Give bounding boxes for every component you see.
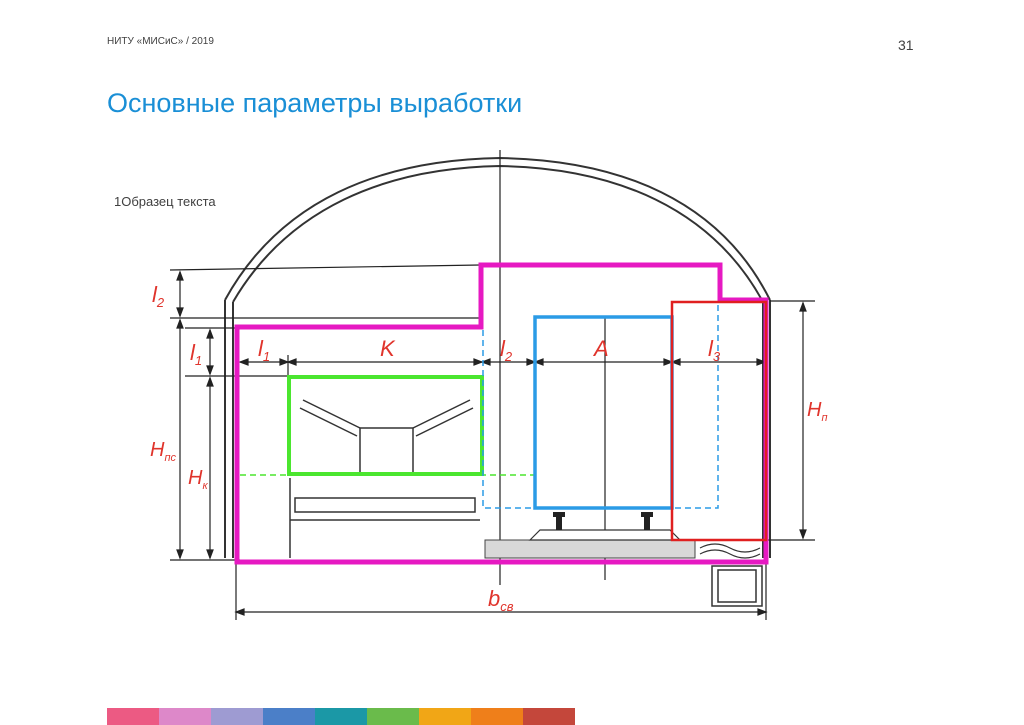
footer-color-segment bbox=[471, 708, 523, 725]
slide-title: Основные параметры выработки bbox=[107, 88, 523, 118]
label-l2-mid: l2 bbox=[500, 336, 513, 364]
green-box-conveyor bbox=[287, 375, 484, 476]
drainage-channel bbox=[699, 543, 763, 607]
clearance-outline-magenta bbox=[234, 262, 769, 565]
footer-color-bar bbox=[107, 708, 575, 725]
red-outline-right bbox=[670, 300, 768, 542]
footer-color-segment bbox=[315, 708, 367, 725]
blue-dashed-outline bbox=[482, 305, 719, 509]
label-a: A bbox=[592, 336, 609, 361]
track-ballast bbox=[484, 512, 696, 559]
tunnel-arch bbox=[224, 156, 771, 558]
label-b-sv: bсв bbox=[488, 586, 514, 614]
dimension-lines bbox=[176, 270, 807, 616]
label-h-k: Hк bbox=[188, 467, 208, 492]
label-k: K bbox=[380, 336, 396, 361]
label-h-ps: Hпс bbox=[150, 439, 177, 464]
footer-color-segment bbox=[211, 708, 263, 725]
footer-color-segment bbox=[263, 708, 315, 725]
header-org: НИТУ «МИСиС» / 2019 bbox=[107, 36, 214, 47]
footer-color-segment bbox=[523, 708, 575, 725]
footer-color-segment bbox=[367, 708, 419, 725]
footer-color-segment bbox=[107, 708, 159, 725]
footer-color-segment bbox=[159, 708, 211, 725]
label-h-p: Hп bbox=[807, 399, 828, 424]
label-l2-left: l2 bbox=[152, 282, 165, 310]
body-text: 1Образец текста bbox=[114, 194, 216, 209]
label-l1-left: l1 bbox=[190, 340, 202, 368]
label-l1-top: l1 bbox=[258, 336, 270, 364]
page-number: 31 bbox=[898, 37, 914, 53]
footer-color-segment bbox=[419, 708, 471, 725]
conveyor-equipment bbox=[289, 399, 480, 558]
label-l3: l3 bbox=[708, 336, 721, 364]
